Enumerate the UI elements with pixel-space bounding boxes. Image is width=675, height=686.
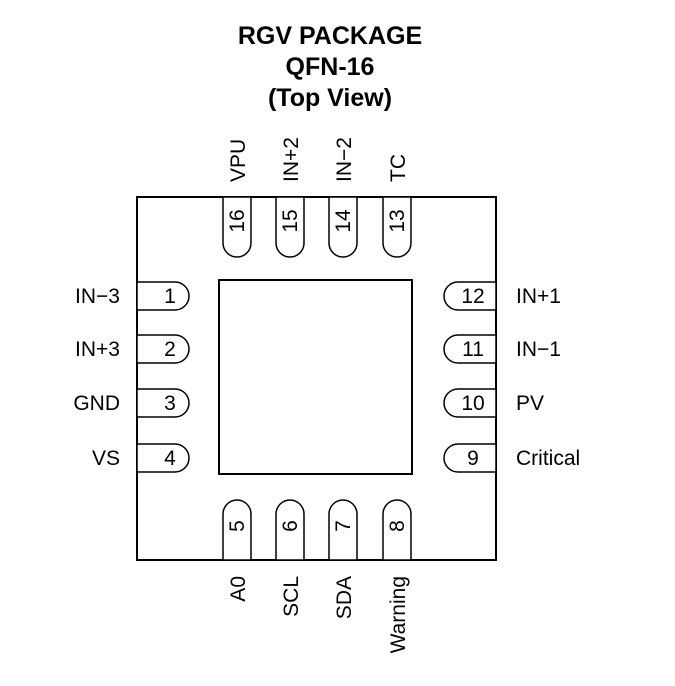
pin-label-in-3: IN−3 xyxy=(75,285,120,308)
pin-pad-13 xyxy=(382,196,412,258)
pin-number-2: 2 xyxy=(164,338,176,361)
pin-number-8: 8 xyxy=(386,520,409,532)
pin-number-12: 12 xyxy=(461,285,484,308)
pin-label-in-2: IN−2 xyxy=(333,137,356,182)
pin-label-in-2: IN+2 xyxy=(280,137,303,182)
pin-pad-3 xyxy=(136,388,190,418)
pin-pad-7 xyxy=(328,499,358,561)
pin-pad-4 xyxy=(136,443,190,473)
pin-label-in-3: IN+3 xyxy=(75,338,120,361)
pin-label-sda: SDA xyxy=(333,576,356,619)
pin-number-4: 4 xyxy=(164,447,176,470)
pin-number-16: 16 xyxy=(226,209,249,232)
pin-pad-10 xyxy=(443,388,497,418)
pin-number-14: 14 xyxy=(332,209,355,233)
pin-label-pv: PV xyxy=(516,392,544,415)
pin-label-a0: A0 xyxy=(227,576,250,602)
pin-pad-12 xyxy=(443,281,497,311)
pin-label-tc: TC xyxy=(387,154,410,182)
pin-pad-5 xyxy=(222,499,252,561)
pin-pad-14 xyxy=(328,196,358,258)
package-title: RGV PACKAGE xyxy=(238,22,422,50)
pin-label-gnd: GND xyxy=(73,392,120,415)
pin-pad-16 xyxy=(222,196,252,258)
pin-pad-8 xyxy=(382,499,412,561)
pin-number-9: 9 xyxy=(467,447,479,470)
pin-pad-11 xyxy=(443,334,497,364)
pin-number-10: 10 xyxy=(461,392,484,415)
package-type: QFN-16 xyxy=(286,53,375,81)
pin-pad-6 xyxy=(275,499,305,561)
pin-label-vs: VS xyxy=(92,447,120,470)
pin-number-13: 13 xyxy=(386,209,409,232)
pins: 1 IN−3 2 IN+3 3 GND 4 VS 9 Critical 10 PV 11 IN−1 12 IN… xyxy=(73,137,580,653)
pin-number-11: 11 xyxy=(462,338,484,361)
pin-label-critical: Critical xyxy=(516,447,580,470)
pin-number-7: 7 xyxy=(332,520,355,532)
pin-number-1: 1 xyxy=(164,285,176,308)
pin-label-vpu: VPU xyxy=(227,139,250,182)
pin-pad-2 xyxy=(136,334,190,364)
pin-label-scl: SCL xyxy=(280,576,303,617)
pin-number-6: 6 xyxy=(279,520,302,532)
pin-label-in-1: IN−1 xyxy=(516,338,561,361)
package-view: (Top View) xyxy=(268,84,392,112)
pin-label-in-1: IN+1 xyxy=(516,285,561,308)
pin-number-3: 3 xyxy=(164,392,176,415)
pin-label-warning: Warning xyxy=(387,576,410,653)
pin-pad-1 xyxy=(136,281,190,311)
pin-pad-9 xyxy=(443,443,497,473)
pin-pad-15 xyxy=(275,196,305,258)
thermal-pad xyxy=(218,279,413,475)
pin-number-5: 5 xyxy=(226,520,249,532)
pin-number-15: 15 xyxy=(279,209,302,232)
